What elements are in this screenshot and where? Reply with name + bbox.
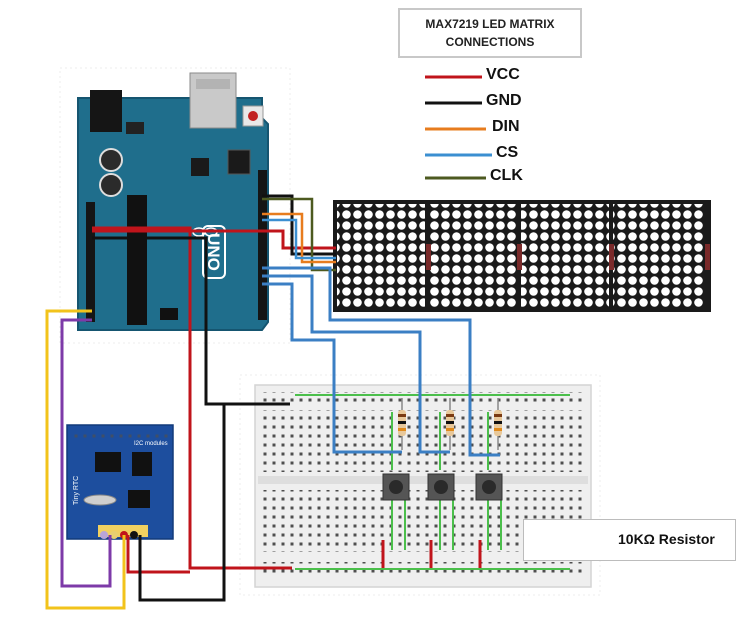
led-matrix-2 [429, 204, 517, 308]
atmega-chip [127, 195, 147, 325]
uno-logo-text: UNO [204, 233, 223, 271]
title-line-2: CONNECTIONS [445, 35, 535, 49]
led-matrix-4 [613, 204, 705, 308]
resistor-3 [494, 398, 502, 450]
breadboard-resistors [398, 398, 502, 450]
breadboard [254, 384, 592, 588]
legend-label-gnd: GND [486, 92, 522, 109]
wire-clk [262, 197, 336, 272]
resistor-1 [398, 398, 406, 450]
push-buttons [382, 473, 503, 501]
rtc-label: Tiny RTC [73, 476, 80, 505]
title-line-1: MAX7219 LED MATRIX [425, 17, 555, 31]
usb-chip [191, 158, 209, 176]
capacitor-2 [99, 173, 123, 197]
wire-purple-sda [60, 318, 112, 588]
push-button-2 [427, 473, 455, 501]
wire-cs [262, 218, 336, 260]
wire-blue-button-3 [262, 266, 500, 457]
rtc-sublabel: I2C modules [134, 441, 168, 447]
legend-label-cs: CS [496, 144, 519, 161]
wire-yellow-scl [45, 309, 126, 610]
push-button-3 [475, 473, 503, 501]
led-matrix-module [333, 200, 711, 312]
wire-blue-button-2 [262, 274, 450, 454]
arduino-uno-board: UNO [77, 72, 269, 331]
power-jack [90, 90, 122, 132]
capacitor-1 [99, 148, 123, 172]
resistor-2 [446, 398, 454, 450]
wire-black-gnd-rtc [138, 404, 226, 602]
digital-header [258, 170, 267, 320]
wire-red-vcc-breadboard [92, 226, 292, 570]
wire-black-gnd-breadboard [92, 236, 290, 406]
legend-lines [425, 75, 492, 180]
wire-din [262, 212, 336, 264]
led-matrix-1 [337, 204, 425, 308]
wire-blue-button-1 [262, 282, 402, 454]
wire-red-vcc-matrix [92, 229, 336, 250]
breadboard-red-jumpers [381, 540, 482, 568]
rtc-module: Tiny RTC I2C modules [66, 424, 174, 540]
resistor-label-box [523, 519, 736, 561]
wire-black-gnd-matrix [262, 194, 336, 256]
resistor-label: 10KΩ Resistor [618, 531, 715, 547]
legend-label-vcc: VCC [486, 66, 520, 83]
led-matrix-3 [521, 204, 609, 308]
analog-header [86, 202, 95, 322]
uno-logo: UNO [202, 225, 226, 279]
push-button-1 [382, 473, 410, 501]
legend-label-clk: CLK [490, 167, 523, 184]
legend-label-din: DIN [492, 118, 520, 135]
wire-red-vcc-rtc [126, 535, 190, 574]
title-box: MAX7219 LED MATRIX CONNECTIONS [398, 8, 582, 58]
